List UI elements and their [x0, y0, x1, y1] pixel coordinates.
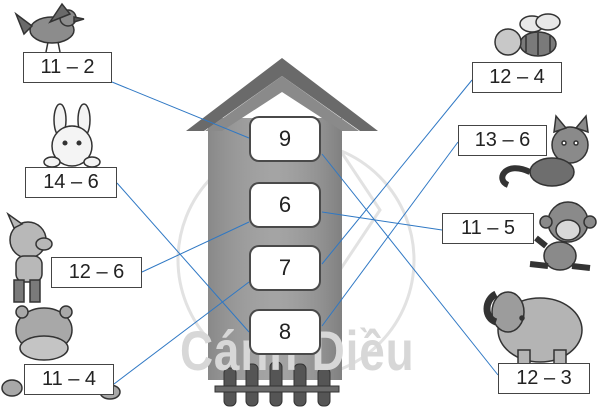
- pig-icon: [6, 211, 53, 303]
- expr-cat: 13 – 6: [458, 125, 547, 156]
- expr-monkey: 11 – 5: [442, 213, 534, 244]
- line-bee-7: [321, 79, 473, 265]
- expr-hippo: 11 – 4: [24, 364, 114, 395]
- line-hippo-7: [113, 281, 250, 385]
- bee-icon: [494, 13, 561, 57]
- expr-bee: 12 – 4: [472, 62, 562, 93]
- elephant-icon: [483, 290, 583, 367]
- expr-elephant: 12 – 3: [498, 363, 590, 394]
- line-pig-6: [141, 221, 250, 273]
- cat-icon: [499, 114, 589, 188]
- expr-bird: 11 – 2: [23, 52, 112, 83]
- monkey-icon: [529, 201, 597, 271]
- connection-lines: [111, 79, 499, 385]
- expr-pig: 12 – 6: [51, 257, 142, 288]
- bird-icon: [14, 2, 85, 53]
- house-slot-4: 8: [249, 309, 321, 355]
- house-slot-2: 6: [249, 182, 321, 228]
- house-slot-3: 7: [249, 245, 321, 291]
- line-bird-9: [111, 81, 250, 139]
- expr-rabbit: 14 – 6: [25, 167, 117, 198]
- line-rabbit-8: [116, 182, 250, 333]
- line-cat-8: [321, 141, 459, 327]
- fence: [214, 361, 340, 407]
- house-slot-1: 9: [249, 116, 321, 162]
- rabbit-icon: [43, 103, 101, 168]
- house-roof: [186, 58, 378, 131]
- line-elephant-9: [321, 153, 499, 376]
- line-monkey-6: [321, 211, 443, 231]
